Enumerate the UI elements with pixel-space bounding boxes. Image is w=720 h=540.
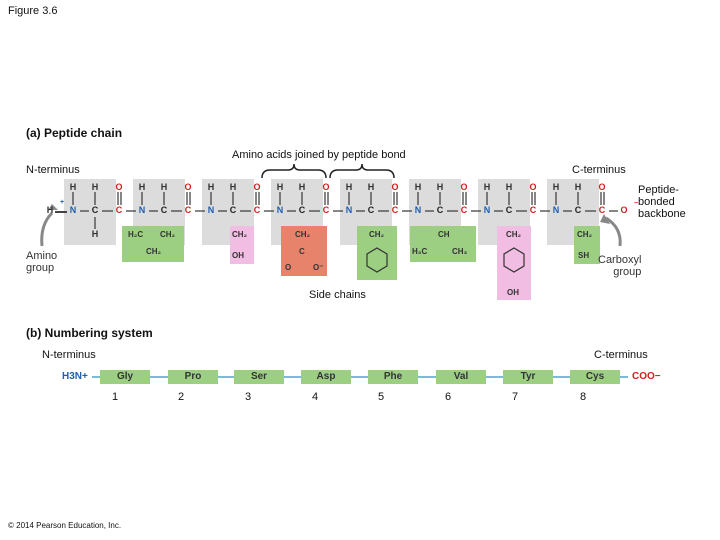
amino-end-label: H3N+ [62, 371, 88, 382]
amino-group-label: Amino group [26, 250, 58, 274]
side-chain-tyr: CH₂ OH [497, 226, 531, 300]
residue-chip: Phe [368, 370, 418, 384]
residue-number: 8 [579, 391, 587, 403]
n-terminus-label-b: N-terminus [42, 349, 96, 361]
part-a-title: (a) Peptide chain [26, 126, 123, 140]
n-terminus-label-a: N-terminus [26, 164, 80, 176]
residue-number: 1 [111, 391, 119, 403]
residue-number: 2 [177, 391, 185, 403]
residue-number: 7 [511, 391, 519, 403]
residue-chip: Gly [100, 370, 150, 384]
residue-chip: Pro [168, 370, 218, 384]
carboxyl-end-label: COO− [632, 371, 661, 382]
side-chain-phe: CH₂ [357, 226, 397, 280]
part-b-title: (b) Numbering system [26, 326, 153, 340]
backbone-residue-1 [64, 179, 116, 245]
side-chains-label: Side chains [309, 289, 366, 301]
figure-label: Figure 3.6 [8, 5, 58, 17]
carboxyl-group-label: Carboxyl group [598, 254, 642, 278]
residue-chip: Val [436, 370, 486, 384]
peptide-backbone-label: Peptide- bonded backbone [638, 184, 686, 220]
copyright: © 2014 Pearson Education, Inc. [8, 521, 122, 530]
amino-acids-label: Amino acids joined by peptide bond [232, 149, 406, 161]
residue-chip: Cys [570, 370, 620, 384]
residue-chip: Tyr [503, 370, 553, 384]
c-terminus-label-b: C-terminus [594, 349, 648, 361]
residue-number: 5 [377, 391, 385, 403]
residue-number: 3 [244, 391, 252, 403]
residue-chip: Ser [234, 370, 284, 384]
residue-number: 6 [444, 391, 452, 403]
residue-number: 4 [311, 391, 319, 403]
c-terminus-label-a: C-terminus [572, 164, 626, 176]
residue-chip: Asp [301, 370, 351, 384]
peptide-link-line [92, 376, 628, 378]
